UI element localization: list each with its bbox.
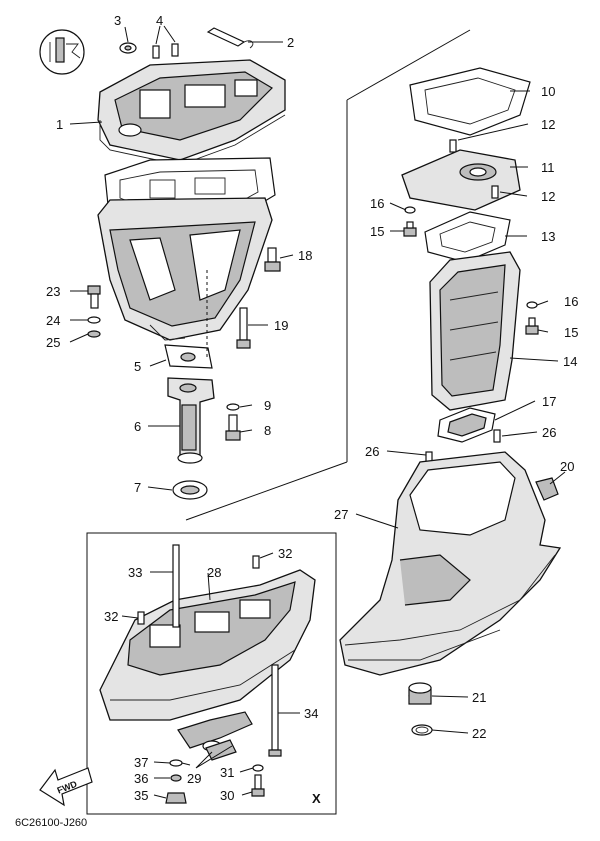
- part-12-pin-lower: [491, 185, 499, 199]
- label-32-upper: 32: [278, 546, 292, 561]
- label-24: 24: [46, 313, 60, 328]
- part-12-pin-upper: [449, 139, 457, 153]
- part-35-nut: [165, 792, 187, 804]
- part-34-stud: [268, 664, 282, 757]
- label-6: 6: [134, 419, 141, 434]
- label-10: 10: [541, 84, 555, 99]
- part-5-gasket: [164, 344, 213, 369]
- label-18: 18: [298, 248, 312, 263]
- label-23: 23: [46, 284, 60, 299]
- part-11-plate: [401, 149, 521, 211]
- part-18-bolt: [264, 247, 281, 272]
- inset-box-x: [86, 532, 337, 815]
- label-26-right: 26: [542, 425, 556, 440]
- part-19-bolt: [236, 307, 251, 349]
- label-21: 21: [472, 690, 486, 705]
- part-37-washer: [169, 759, 183, 767]
- label-1: 1: [56, 117, 63, 132]
- label-16-right: 16: [564, 294, 578, 309]
- label-29: 29: [187, 771, 201, 786]
- part-16-washer-left: [404, 206, 416, 214]
- label-15-left: 15: [370, 224, 384, 239]
- label-34: 34: [304, 706, 318, 721]
- part-32-pin-upper: [252, 555, 260, 569]
- upper-casing-body: [97, 197, 273, 341]
- part-labels: 3 4 2 1 10 12 11 12 16 15 13 18 23 16 24…: [46, 13, 578, 803]
- part-31-washer: [252, 764, 264, 772]
- part-24-washer: [87, 316, 101, 324]
- part-17-seal: [437, 407, 496, 443]
- label-12-upper: 12: [541, 117, 555, 132]
- part-25-washer: [87, 330, 101, 338]
- label-35: 35: [134, 788, 148, 803]
- part-15-bolt-left: [403, 221, 417, 237]
- label-30: 30: [220, 788, 234, 803]
- leader-lines: [69, 25, 566, 799]
- label-12-lower: 12: [541, 189, 555, 204]
- label-27: 27: [334, 507, 348, 522]
- label-15-right: 15: [564, 325, 578, 340]
- label-13: 13: [541, 229, 555, 244]
- part-8-bolt: [225, 414, 241, 441]
- part-33-stud: [172, 544, 180, 628]
- label-25: 25: [46, 335, 60, 350]
- part-9-washer: [226, 403, 240, 411]
- part-6-exhaust-pipe: [167, 377, 215, 464]
- part-14-exhaust-manifold: [429, 251, 521, 411]
- part-1-upper-casing: [97, 59, 286, 166]
- label-5: 5: [134, 359, 141, 374]
- label-26-left: 26: [365, 444, 379, 459]
- label-20: 20: [560, 459, 574, 474]
- part-32-pin-left: [137, 611, 145, 625]
- label-4: 4: [156, 13, 163, 28]
- label-9: 9: [264, 398, 271, 413]
- label-36: 36: [134, 771, 148, 786]
- diagram-code: 6C26100-J260: [15, 817, 87, 829]
- inset-mark: X: [312, 791, 321, 806]
- boundary-line-bottom: [185, 461, 348, 521]
- label-2: 2: [287, 35, 294, 50]
- part-36-washer: [170, 774, 182, 782]
- label-8: 8: [264, 423, 271, 438]
- label-17: 17: [542, 394, 556, 409]
- part-28-housing: [99, 569, 316, 721]
- part-2-clip: [206, 27, 254, 49]
- part-23-bolt: [87, 285, 101, 309]
- label-32-left: 32: [104, 609, 118, 624]
- part-10-gasket: [409, 67, 531, 136]
- label-33: 33: [128, 565, 142, 580]
- part-16-washer-right: [526, 301, 538, 309]
- part-7-seal: [172, 480, 208, 500]
- detail-inset-circle: [39, 29, 85, 75]
- part-30-bolt: [251, 774, 265, 797]
- forward-arrow-icon: FWD: [39, 767, 93, 807]
- part-3-washer: [119, 42, 137, 54]
- part-21-impeller: [408, 682, 432, 705]
- part-26-pin-right: [493, 429, 501, 443]
- part-15-bolt-right: [525, 317, 539, 335]
- part-4-dowel-pins: [152, 43, 179, 59]
- part-20-cap: [535, 477, 559, 501]
- part-27-upper-case: [339, 451, 562, 676]
- label-14: 14: [563, 354, 577, 369]
- label-37: 37: [134, 755, 148, 770]
- boundary-line-top: [346, 29, 471, 101]
- label-3: 3: [114, 13, 121, 28]
- label-16-left: 16: [370, 196, 384, 211]
- part-29-bracket: [177, 711, 253, 761]
- label-28: 28: [207, 565, 221, 580]
- label-22: 22: [472, 726, 486, 741]
- part-13-gasket: [424, 211, 511, 263]
- label-7: 7: [134, 480, 141, 495]
- label-31: 31: [220, 765, 234, 780]
- label-19: 19: [274, 318, 288, 333]
- label-11: 11: [541, 160, 555, 175]
- part-22-seal-ring: [411, 724, 433, 736]
